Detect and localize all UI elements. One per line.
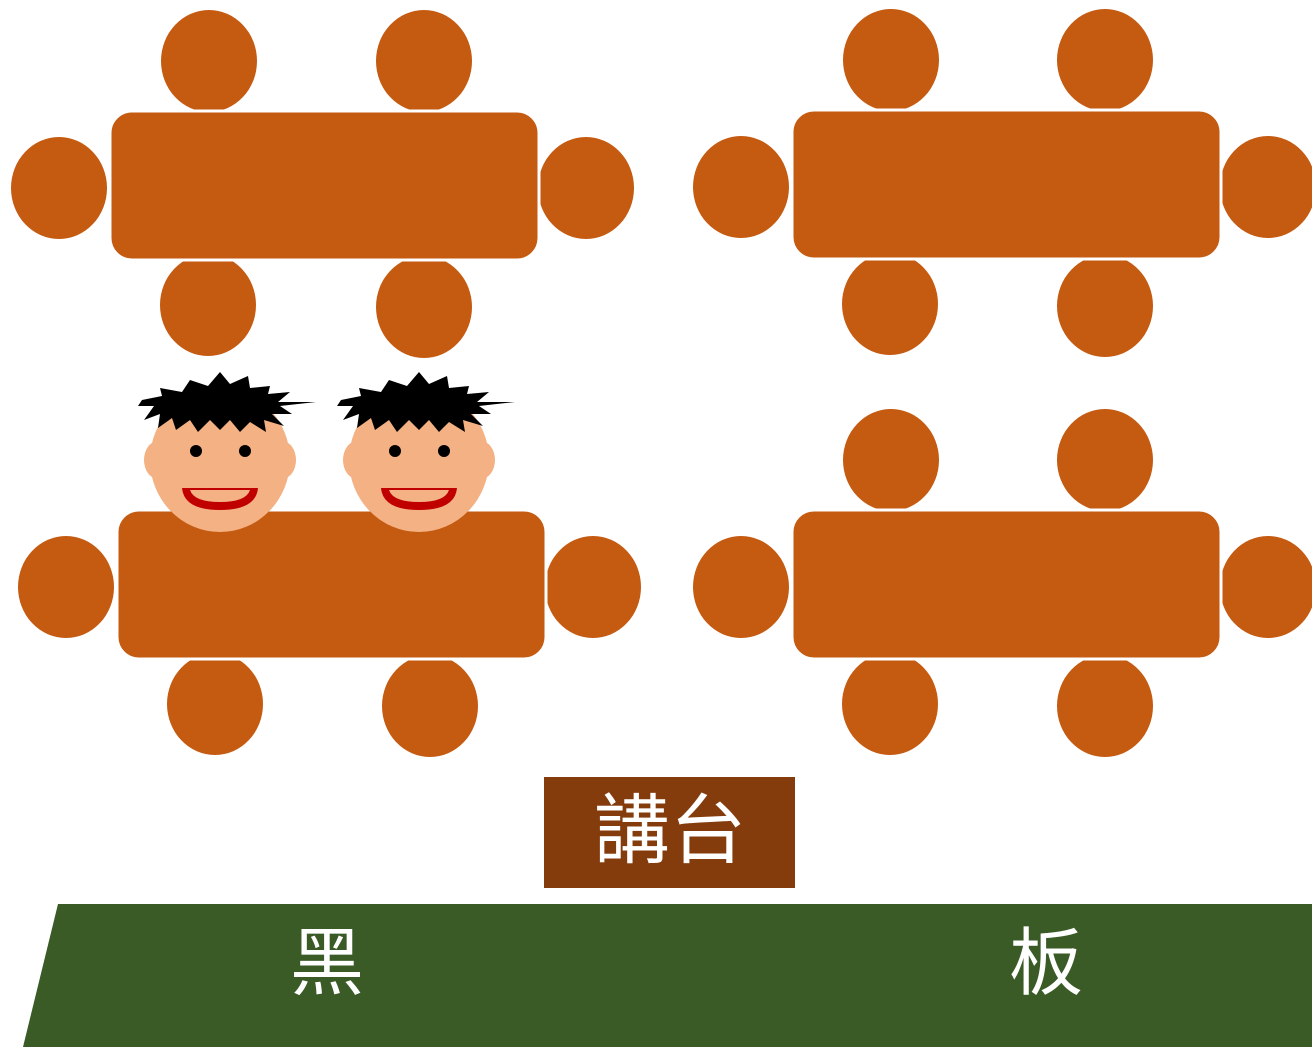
chair [376,10,472,112]
chair [693,136,789,238]
podium: 講台 [544,777,795,888]
blackboard-shape [23,904,1312,1047]
blackboard-left-char: 黑 [290,921,364,1007]
eye [190,445,202,457]
hair [337,372,515,432]
table-group-top-right [693,9,1312,357]
blackboard-right-char: 板 [1009,921,1083,1007]
chair [693,536,789,638]
table [108,109,541,262]
table-group-top-left [11,10,634,358]
eye [239,445,251,457]
podium-box [544,777,795,888]
chair [538,137,634,239]
chair [160,254,256,356]
chair [843,409,939,511]
chair [843,9,939,111]
table [790,508,1223,661]
chair [161,10,257,112]
chair [18,536,114,638]
chair [376,256,472,358]
hair [138,372,316,432]
table [115,508,548,661]
chair [1057,9,1153,111]
chair [1220,536,1312,638]
chair [382,655,478,757]
table-group-bottom-left [18,508,641,757]
chair [167,653,263,755]
table-group-bottom-right [693,409,1312,757]
eye [389,445,401,457]
student-figure [337,372,515,532]
chair [1057,409,1153,511]
eye [438,445,450,457]
chair [11,137,107,239]
student-figure [138,372,316,532]
chair [1220,136,1312,238]
chair [842,253,938,355]
chair [842,653,938,755]
blackboard: 黑 板 [23,904,1312,1047]
podium-label: 講台 [594,786,746,875]
chair [545,536,641,638]
chair [1057,255,1153,357]
chair [1057,655,1153,757]
table [790,108,1223,261]
